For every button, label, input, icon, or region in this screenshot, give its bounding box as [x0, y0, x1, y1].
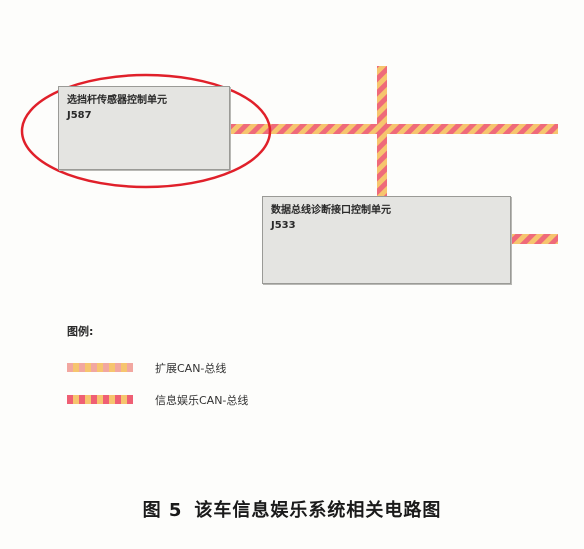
figure-title: 该车信息娱乐系统相关电路图	[194, 500, 442, 521]
module-j587-name: 选挡杆传感器控制单元	[67, 95, 167, 106]
module-j587: 选挡杆传感器控制单元 J587	[58, 86, 230, 170]
legend-title: 图例:	[67, 325, 94, 338]
figure-number: 图 5	[142, 500, 183, 521]
module-j587-code: J587	[67, 110, 92, 121]
legend-label-extended-can: 扩展CAN-总线	[155, 362, 227, 375]
bus-trunk-vertical	[377, 66, 387, 196]
module-j533: 数据总线诊断接口控制单元 J533	[262, 196, 511, 284]
legend-swatch-infotainment-can	[67, 395, 133, 404]
module-j533-code: J533	[271, 220, 296, 231]
figure-caption: 图 5 该车信息娱乐系统相关电路图	[0, 496, 584, 522]
bus-segment-j533	[511, 234, 558, 244]
legend-swatch-extended-can	[67, 363, 133, 372]
bus-segment-j587	[230, 124, 558, 134]
highlight-circle	[20, 73, 272, 189]
legend-label-infotainment-can: 信息娱乐CAN-总线	[155, 394, 249, 407]
module-j533-name: 数据总线诊断接口控制单元	[271, 205, 391, 216]
